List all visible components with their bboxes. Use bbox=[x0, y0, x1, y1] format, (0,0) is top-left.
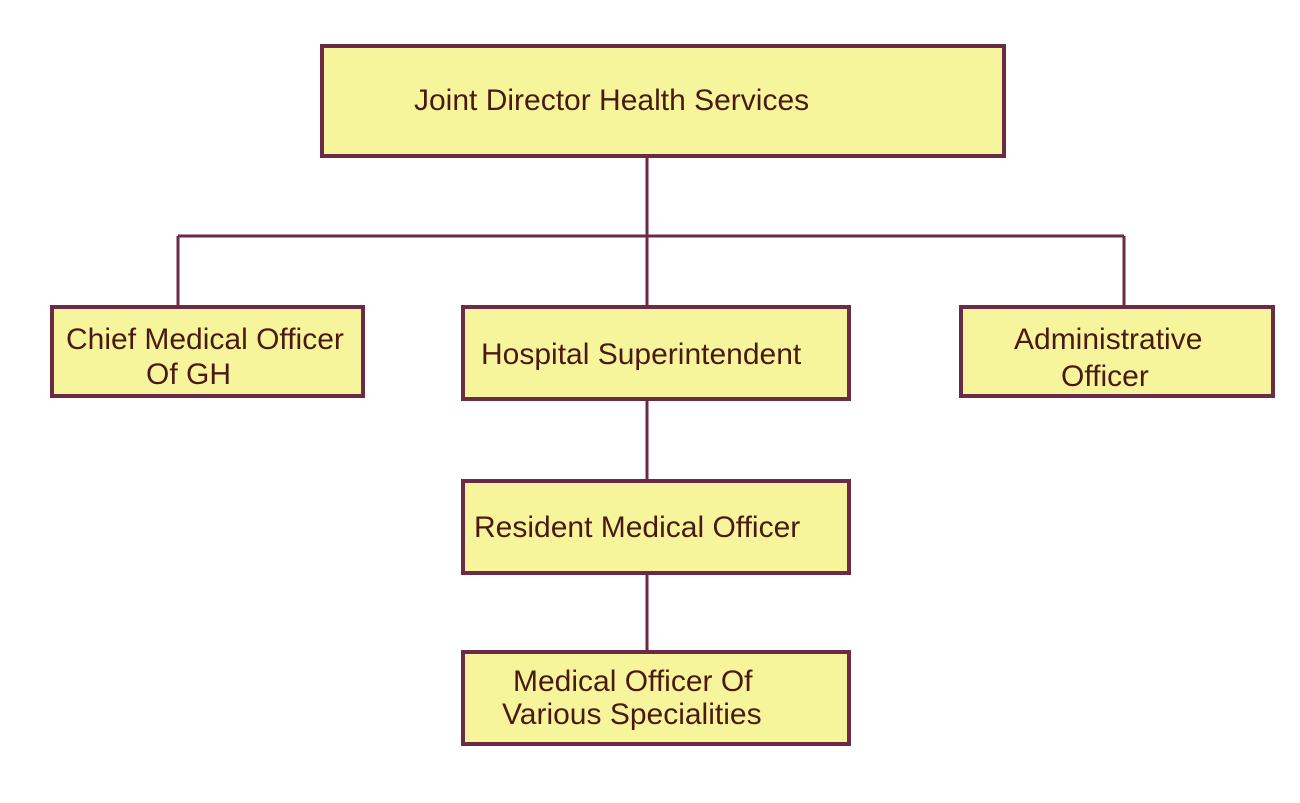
node-label: Resident Medical Officer bbox=[474, 511, 801, 544]
node-label-line-1: Chief Medical Officer bbox=[66, 323, 344, 356]
node-chief-medical-officer: Chief Medical Officer Of GH bbox=[50, 305, 365, 398]
node-joint-director-health-services: Joint Director Health Services bbox=[320, 44, 1006, 158]
node-label: Hospital Superintendent bbox=[481, 338, 802, 371]
node-label-line-2: Various Specialities bbox=[502, 698, 762, 731]
node-hospital-superintendent: Hospital Superintendent bbox=[461, 305, 851, 401]
node-resident-medical-officer: Resident Medical Officer bbox=[461, 479, 851, 575]
node-label-line-2: Officer bbox=[1061, 360, 1149, 393]
node-label-line-2: Of GH bbox=[146, 358, 232, 391]
node-label: Joint Director Health Services bbox=[414, 84, 810, 117]
node-label-line-1: Medical Officer Of bbox=[513, 665, 753, 698]
node-medical-officer-various-specialities: Medical Officer Of Various Specialities bbox=[461, 650, 851, 746]
node-administrative-officer: Administrative Officer bbox=[959, 305, 1275, 398]
node-label-line-1: Administrative bbox=[1014, 323, 1203, 356]
